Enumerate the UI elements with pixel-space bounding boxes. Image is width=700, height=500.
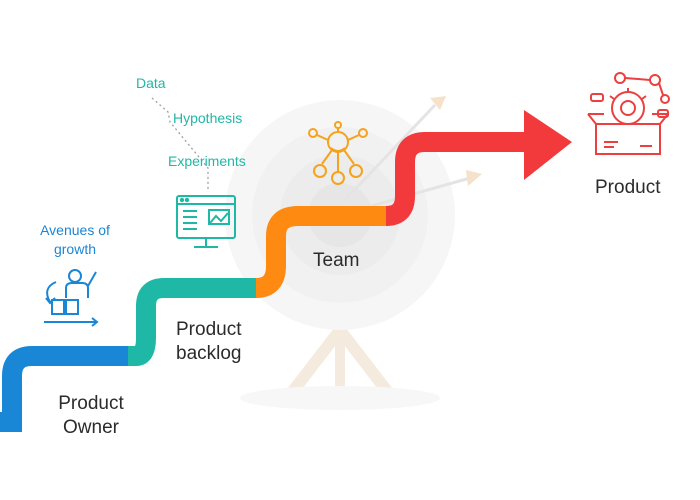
product-label: Product	[595, 177, 661, 198]
hypothesis-label: Hypothesis	[173, 110, 243, 126]
team-label: Team	[313, 250, 360, 271]
data-label: Data	[136, 75, 166, 91]
stair-segment-product	[385, 132, 530, 226]
product-backlog-line1: Product	[176, 319, 242, 340]
dotted-connector	[151, 97, 209, 190]
stair-segment-product-backlog	[128, 278, 258, 366]
product-backlog-line2: backlog	[176, 343, 242, 364]
experiments-label: Experiments	[168, 153, 246, 169]
avenues-line1: Avenues of	[40, 222, 110, 238]
product-owner-label: Product Owner	[48, 392, 134, 440]
product-owner-line1: Product	[58, 393, 124, 414]
avenues-of-growth-label: Avenues of growth	[22, 221, 128, 259]
product-backlog-label: Product backlog	[176, 318, 242, 366]
monitor-icon	[176, 195, 236, 248]
product-owner-line2: Owner	[63, 417, 119, 438]
stair-segment-product-owner	[0, 346, 130, 432]
stair-segment-team	[255, 206, 388, 298]
team-network-icon	[308, 121, 368, 185]
arrowhead	[524, 110, 572, 180]
product-box-gear-icon	[587, 72, 670, 155]
avenues-line2: growth	[53, 241, 97, 257]
growth-person-icon	[44, 269, 99, 327]
